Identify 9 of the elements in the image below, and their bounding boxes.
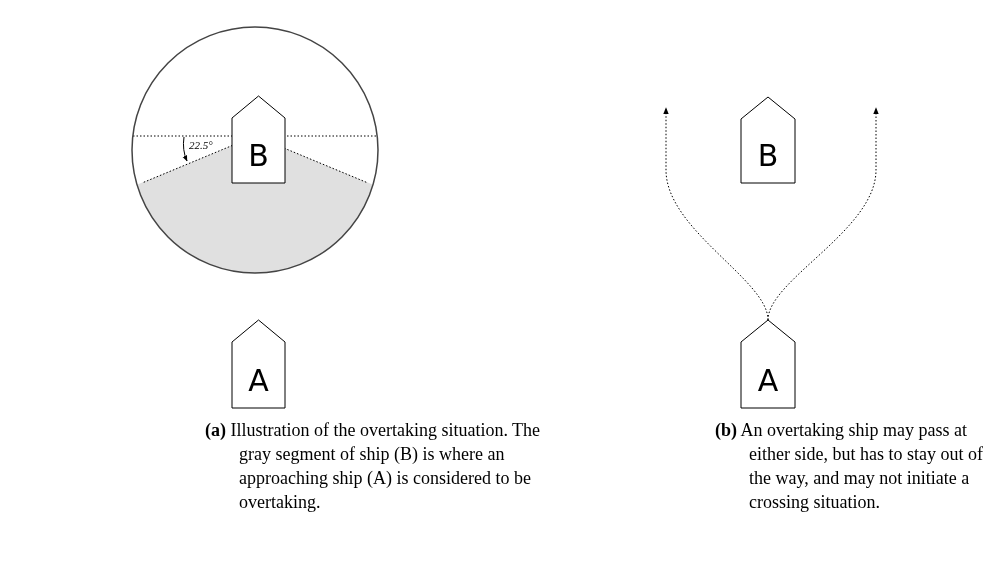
arrow	[767, 107, 879, 321]
ship-label: A	[247, 363, 270, 398]
ship-label: B	[247, 138, 270, 173]
figure-caption: (a) Illustration of the overtaking situation. The gray segment of ship (B) is where an approaching ship (A) is considered to be overtaking.	[205, 419, 542, 514]
angle-label: 22.5°	[189, 139, 214, 151]
arrow	[663, 107, 769, 321]
figure-caption: (b) An overtaking ship may pass at either side, but has to stay out of the way, and may not initiate a crossing situation.	[715, 419, 984, 514]
ship-label: B	[756, 138, 780, 173]
ship-label: A	[756, 363, 780, 398]
